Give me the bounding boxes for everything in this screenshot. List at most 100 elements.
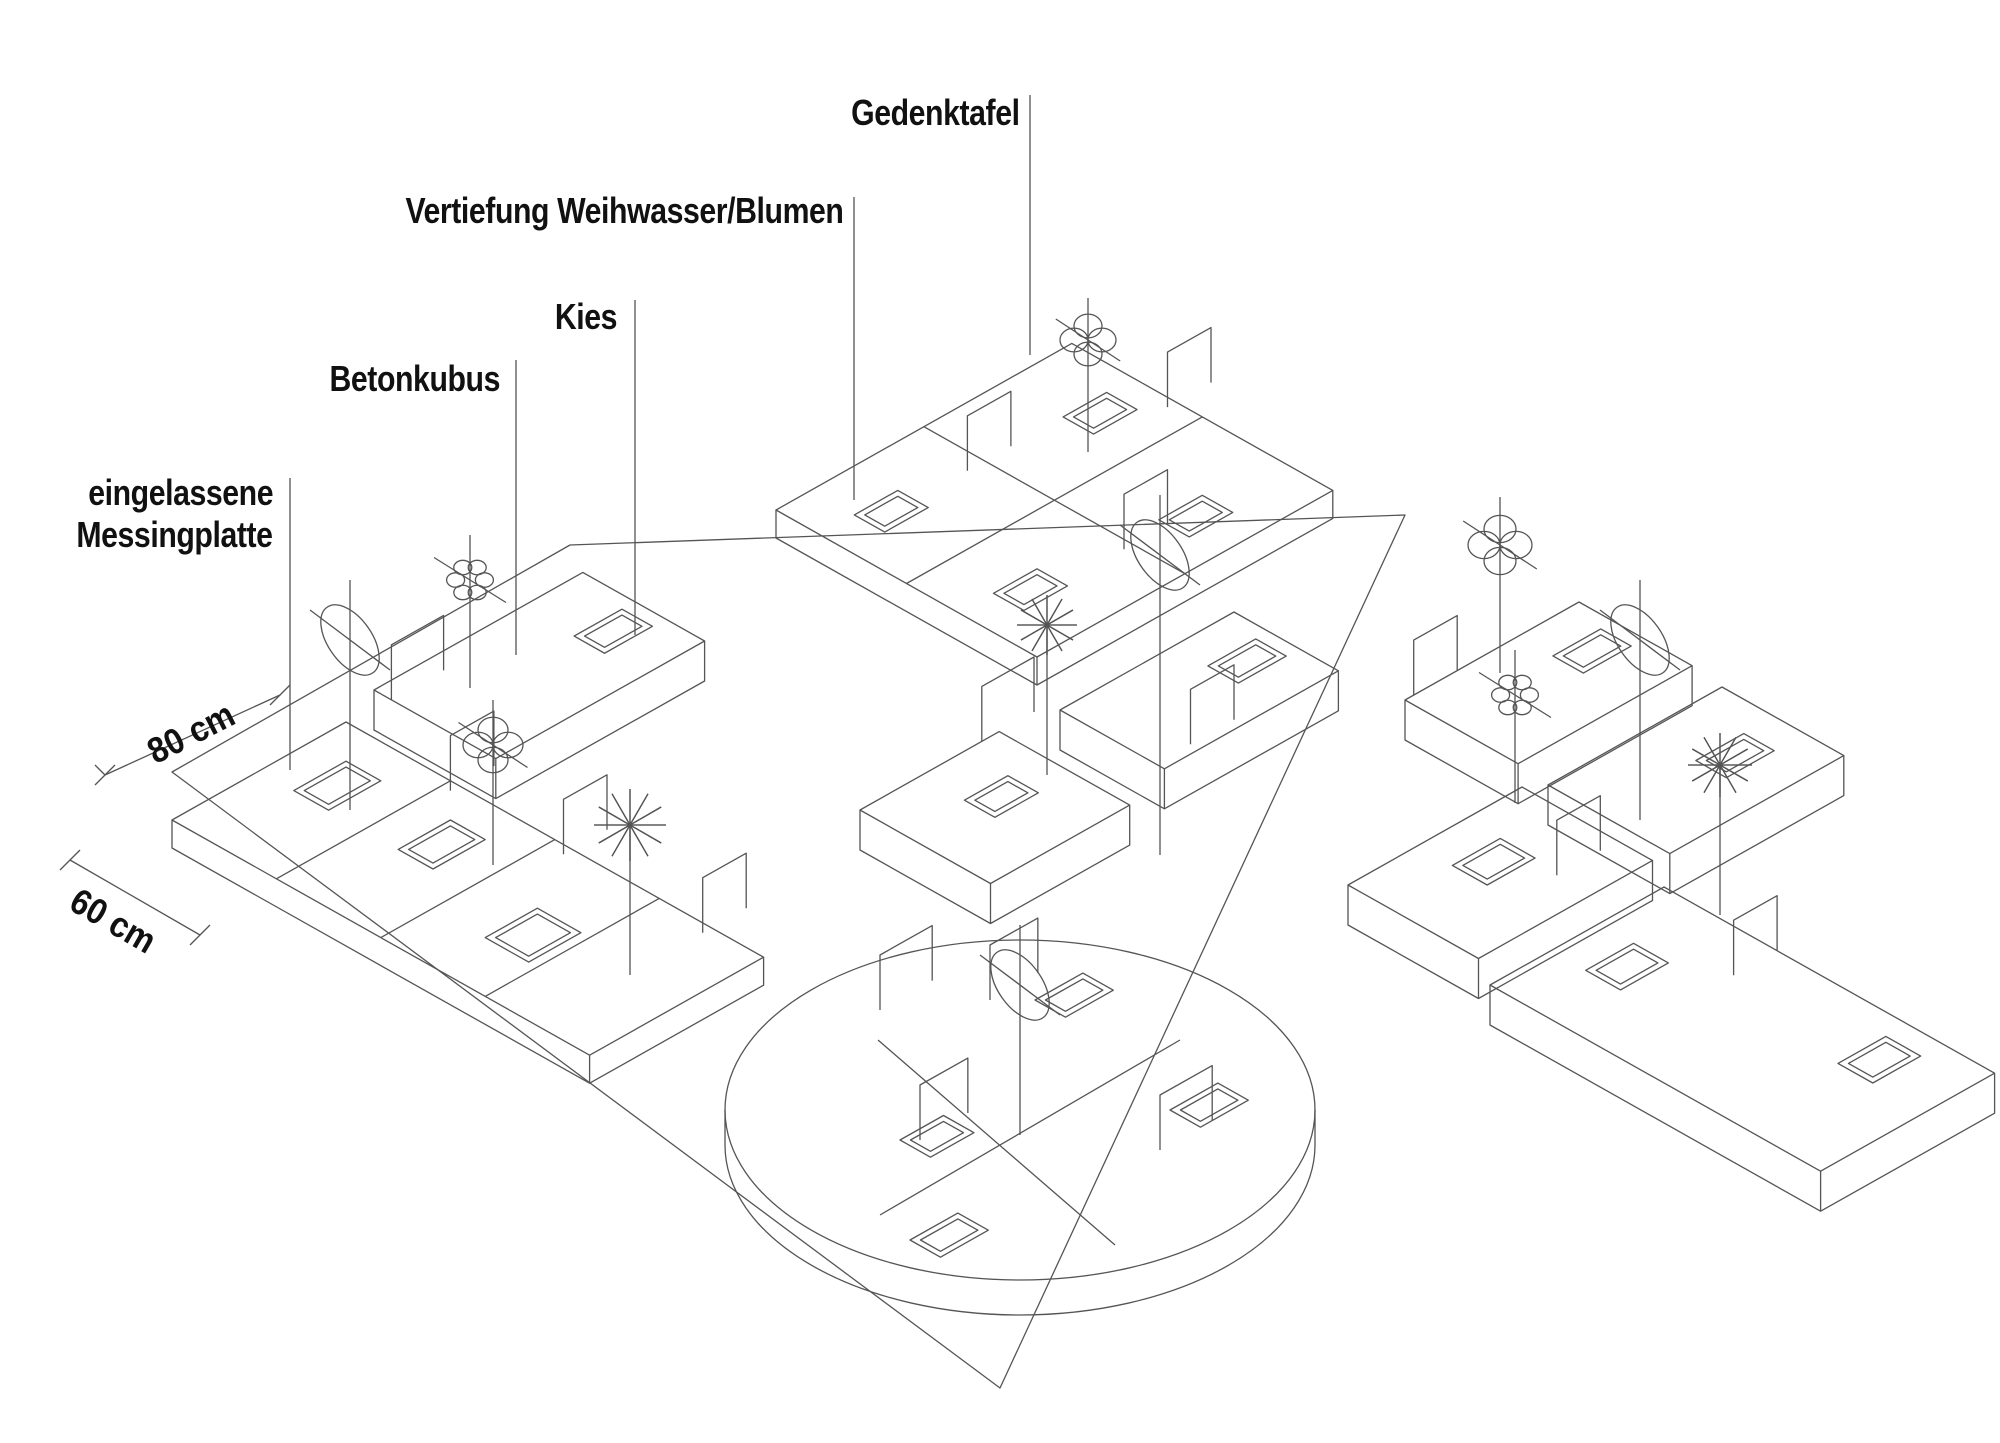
recess-top-3-inner (1168, 500, 1223, 532)
flower-right-petal-5 (1512, 674, 1532, 691)
recess-right-1-inner (1562, 634, 1622, 668)
recess-top-4 (992, 568, 1069, 612)
recess-middle-1-inner (974, 780, 1029, 813)
recess-platform-3-inner (1179, 1088, 1239, 1122)
recess-left-3 (484, 907, 582, 963)
recess-right-5-inner (1847, 1041, 1911, 1078)
memorial-plate-platform-3 (1159, 1064, 1213, 1150)
grave-right-3-top (1347, 786, 1654, 960)
dimension-depth-tick-a (59, 849, 81, 871)
flower-cube-top-petal-1 (467, 584, 487, 601)
concrete-cube-sides (373, 641, 706, 800)
oval-left (320, 604, 380, 676)
platform-divider-2 (879, 1039, 1181, 1216)
grave-divider-left-2 (484, 897, 660, 997)
oval-right (1610, 604, 1670, 676)
recess-platform-2 (1034, 972, 1114, 1018)
recess-left-1-inner (303, 766, 372, 805)
recess-cube-inner (583, 614, 643, 649)
recess-platform-4 (909, 1212, 989, 1258)
grave-divider-left-0 (276, 780, 451, 880)
recess-top-1-inner (864, 495, 919, 527)
recess-top-3 (1158, 494, 1234, 538)
memorial-plate-right-4 (1732, 895, 1778, 976)
recess-top-1 (853, 489, 929, 533)
grave-middle-1-top (859, 730, 1131, 885)
label-gedenktafel: Gedenktafel (851, 92, 1021, 133)
grave-middle-2-top (1059, 611, 1340, 770)
recess-cube (573, 608, 654, 654)
memorial-plate-right-3 (1556, 795, 1601, 876)
recess-platform-4-inner (919, 1218, 979, 1252)
flower-right-petal-1 (1512, 699, 1532, 716)
label-messingplatte-line2: Messingplatte (76, 514, 274, 555)
grave-right-4-sides (1489, 985, 1996, 1212)
grave-right-2-sides (1547, 755, 1845, 895)
recess-right-3-inner (1462, 843, 1526, 880)
recess-platform-3 (1169, 1082, 1249, 1128)
recess-top-2-inner (1072, 397, 1128, 429)
recess-right-4 (1585, 942, 1669, 991)
dimension-width-tick-a (94, 764, 106, 776)
flower-cube-top-petal-3 (445, 572, 466, 588)
memorial-plate-top-3 (1123, 469, 1169, 550)
memorial-plate-top-2 (1166, 326, 1212, 408)
flower-top-petal-3 (1059, 327, 1089, 353)
memorial-plate-right-1 (1413, 614, 1458, 696)
grave-right-4-top (1489, 886, 1996, 1172)
grave-right-2-top (1547, 686, 1845, 855)
label-messingplatte-line1: eingelassene (88, 472, 273, 513)
dimension-width-tick-a2 (94, 764, 116, 786)
top-divider-b (906, 416, 1203, 585)
flower-right-petal-2 (1498, 699, 1518, 716)
memorial-plate-platform-1 (879, 924, 933, 1010)
flower-cube-top-petal-4 (453, 559, 473, 576)
recess-right-1 (1552, 628, 1632, 674)
flower-cube-petal-1 (492, 731, 524, 759)
circular-platform-side (724, 1110, 1316, 1316)
recess-left-2 (397, 819, 486, 870)
oval-platform (990, 949, 1050, 1021)
oval-top (1130, 519, 1190, 591)
flower-right-top-petal-1 (1499, 530, 1533, 560)
grave-divider-left-1 (380, 839, 556, 939)
memorial-plate-left-1 (449, 710, 495, 791)
grave-row-left-sides (171, 820, 765, 1084)
flower-cube-petal-3 (462, 731, 494, 759)
recess-right-4-inner (1595, 948, 1659, 985)
grave-right-1-sides (1404, 665, 1693, 805)
recess-platform-1-inner (909, 1120, 965, 1152)
memorial-plate-platform-4 (919, 1057, 969, 1140)
recess-right-5 (1837, 1035, 1922, 1084)
platform-divider-1 (877, 1039, 1116, 1246)
dimension-depth-tick-b (189, 924, 211, 946)
memorial-plate-cube (390, 614, 445, 700)
grave-middle-2-sides (1059, 670, 1340, 810)
memorial-plate-left-2 (562, 774, 608, 855)
label-vertiefung: Vertiefung Weihwasser/Blumen (404, 190, 843, 231)
memorial-plate-left-3 (702, 852, 747, 933)
memorial-plate-top-1 (966, 390, 1012, 471)
label-betonkubus: Betonkubus (329, 358, 500, 399)
flower-right-petal-4 (1498, 674, 1518, 691)
memorial-plate-middle-2 (1189, 664, 1235, 745)
grave-middle-1-sides (859, 805, 1131, 925)
dimension-depth-line (69, 859, 201, 936)
flower-right-petal-0 (1519, 687, 1540, 703)
concrete-cube-top (373, 571, 706, 760)
dimension-width-tick-b (269, 684, 291, 706)
grave-right-1-top (1404, 601, 1693, 765)
recess-platform-1 (899, 1114, 975, 1158)
flower-right-petal-3 (1490, 687, 1511, 703)
recess-left-2-inner (407, 825, 476, 864)
label-kies: Kies (554, 296, 618, 337)
recess-left-3-inner (494, 913, 572, 957)
flower-right-top-petal-3 (1467, 530, 1501, 560)
memorial-plate-platform-2 (989, 917, 1039, 1000)
ground-plane-outline (171, 514, 1406, 1389)
recess-left-1 (293, 760, 382, 811)
flower-cube-top-petal-2 (453, 584, 473, 601)
flower-cube-top-petal-0 (474, 572, 495, 588)
recess-platform-2-inner (1044, 978, 1104, 1012)
